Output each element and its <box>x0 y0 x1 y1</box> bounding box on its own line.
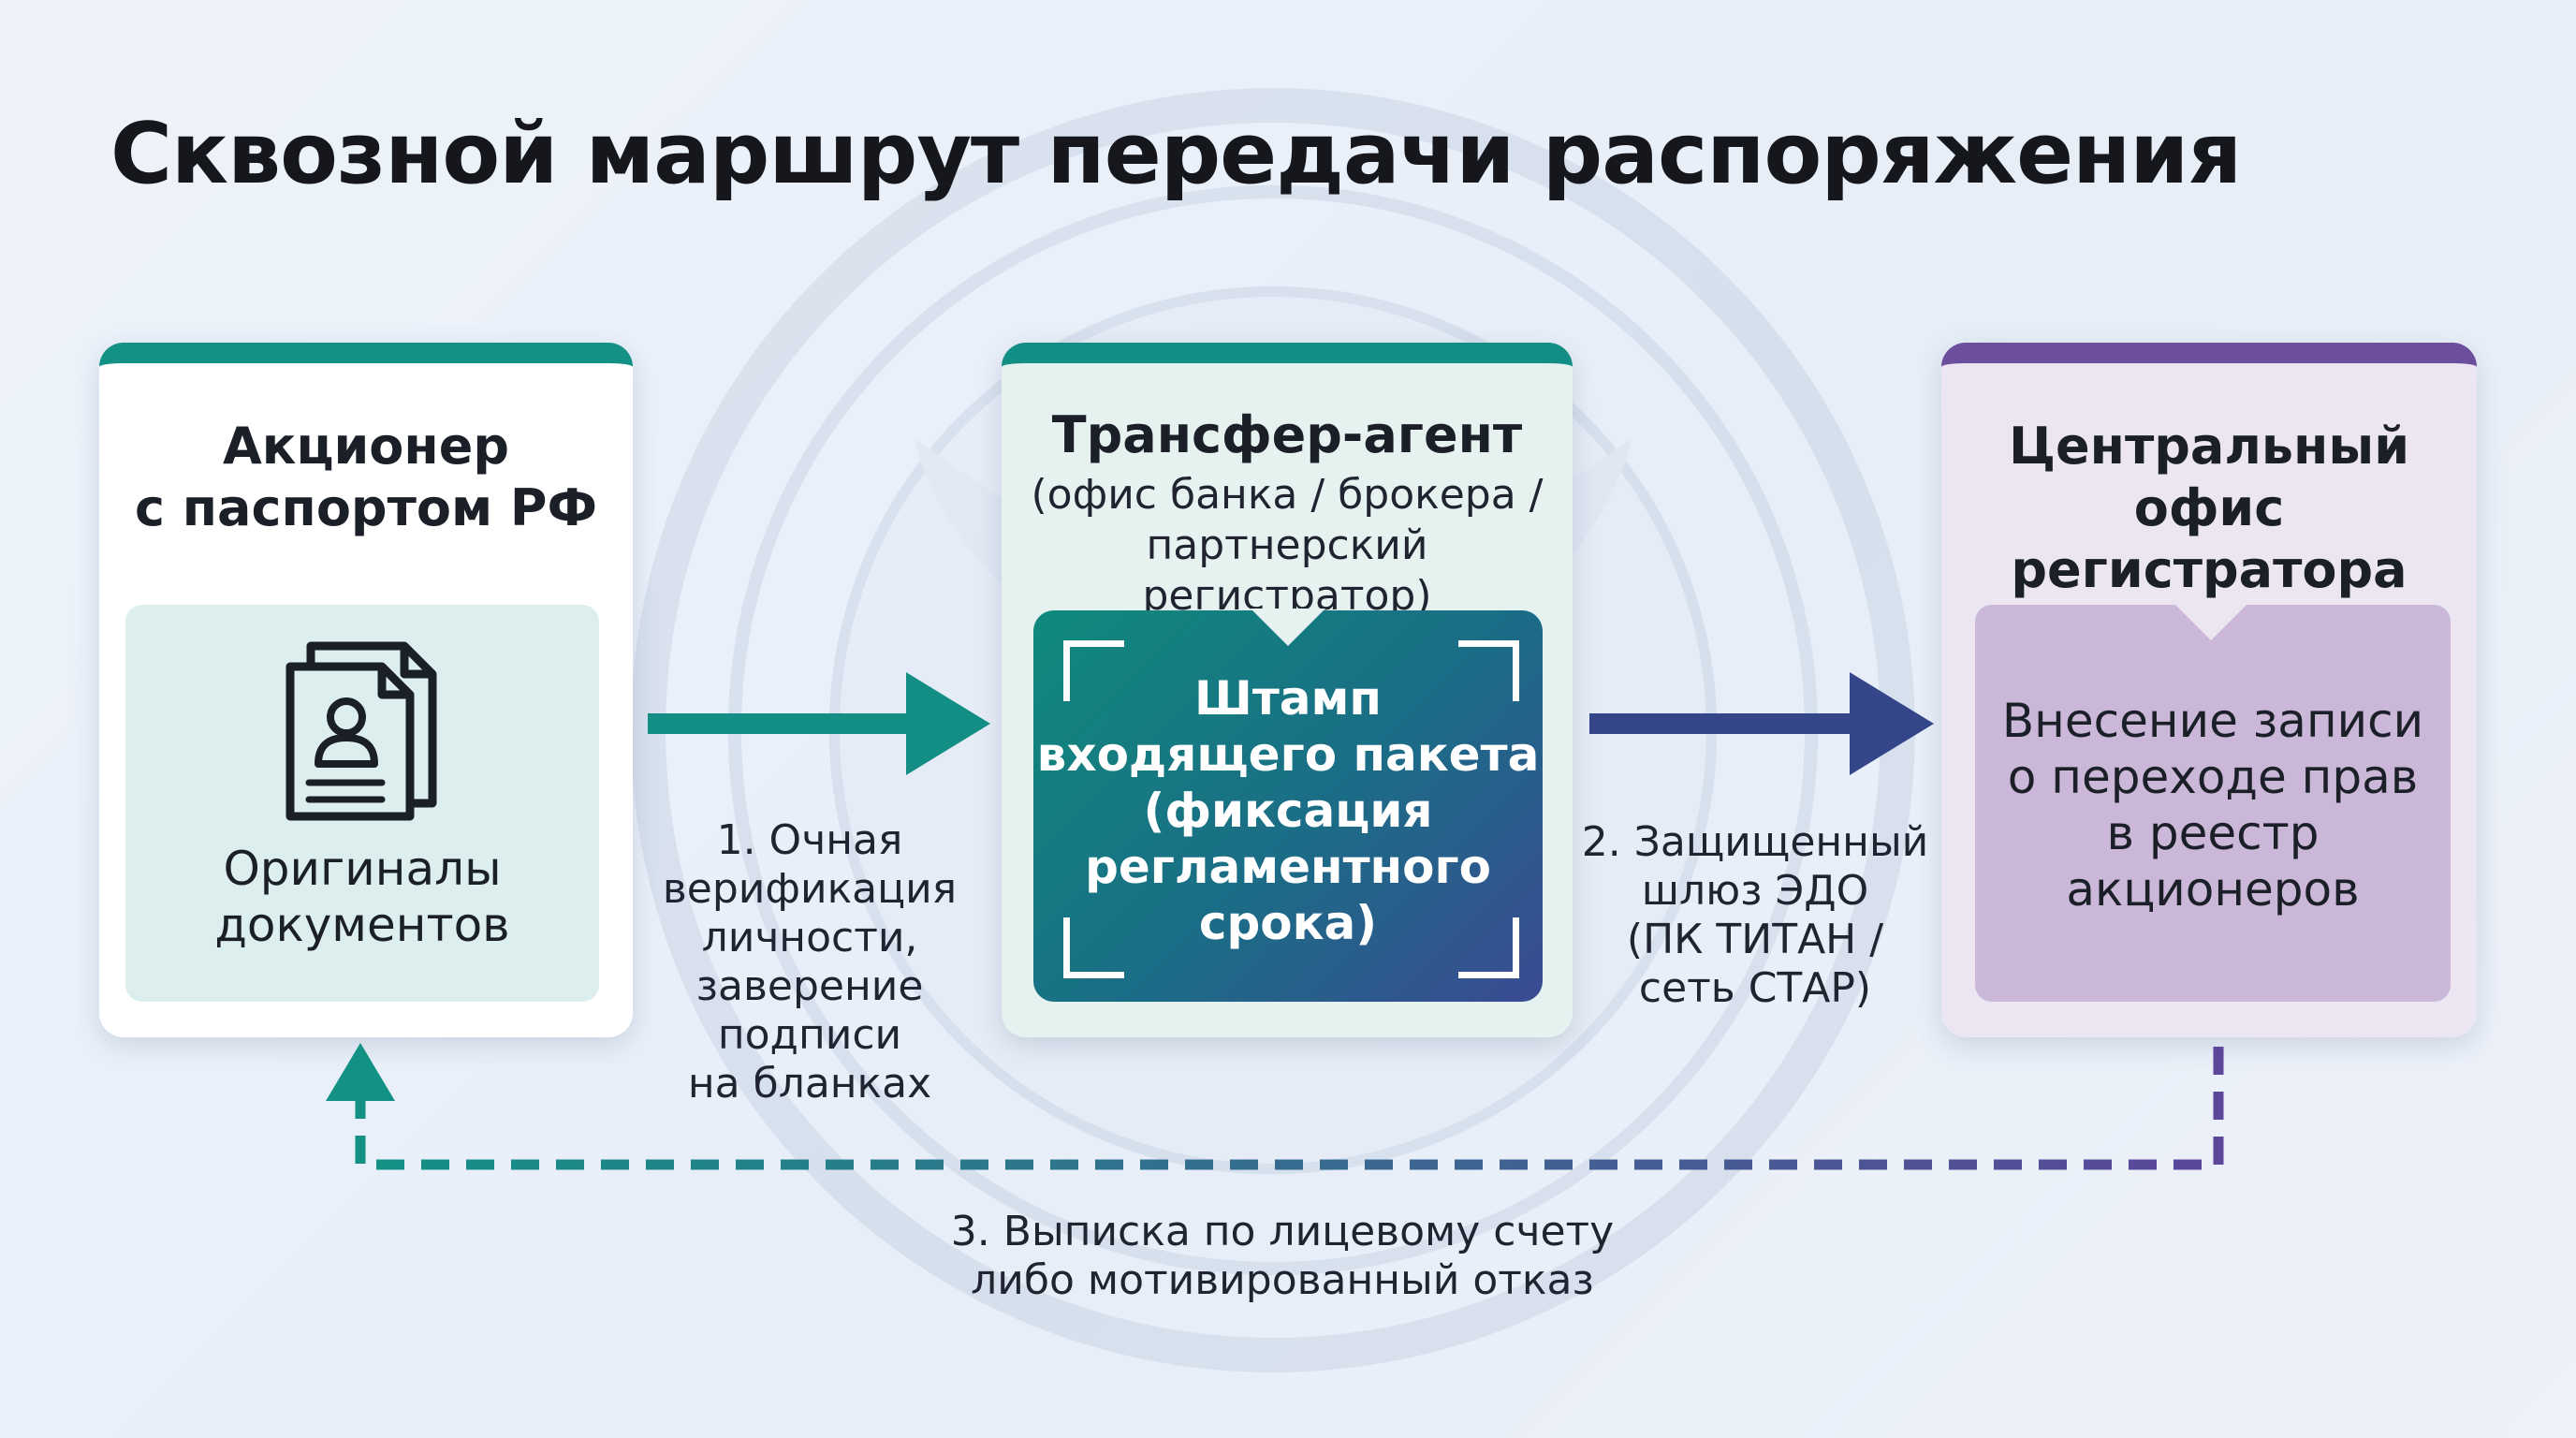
arrow-to-registrar <box>1589 672 1934 775</box>
incoming-stamp-label: Штамп входящего пакета (фиксация регламе… <box>1036 671 1540 950</box>
incoming-stamp-box <box>1033 610 1543 1002</box>
return-arrow-dashed <box>326 1043 2224 1170</box>
registry-box-notch <box>2174 603 2248 640</box>
frame-corner-icon <box>1458 917 1519 978</box>
page-title: Сквозной маршрут передачи распоряжения <box>110 105 2242 203</box>
frame-corner-icon <box>1063 640 1124 701</box>
flow-1-label: 1. Очная верификация личности, заверение… <box>662 816 958 1108</box>
shareholder-title: Акционер с паспортом РФ <box>134 417 598 537</box>
original-documents-label: Оригиналы документов <box>214 842 510 952</box>
arrow-to-transfer-agent <box>648 672 990 775</box>
flow-2-label: 2. Защищенный шлюз ЭДО (ПК ТИТАН / сеть … <box>1581 818 1929 1012</box>
frame-corner-icon <box>1458 640 1519 701</box>
stamp-box-notch <box>1251 609 1325 646</box>
registrar-title: Центральный офис регистратора <box>2008 417 2410 599</box>
registry-entry-box <box>1975 605 2451 1002</box>
transfer-agent-title: Трансфер-агент <box>1051 405 1523 464</box>
frame-corner-icon <box>1063 917 1124 978</box>
flow-3-label: 3. Выписка по лицевому счету либо мотиви… <box>950 1208 1615 1304</box>
registry-entry-label: Внесение записи о переходе прав в реестр… <box>2001 694 2424 917</box>
documents-person-icon <box>285 641 437 821</box>
